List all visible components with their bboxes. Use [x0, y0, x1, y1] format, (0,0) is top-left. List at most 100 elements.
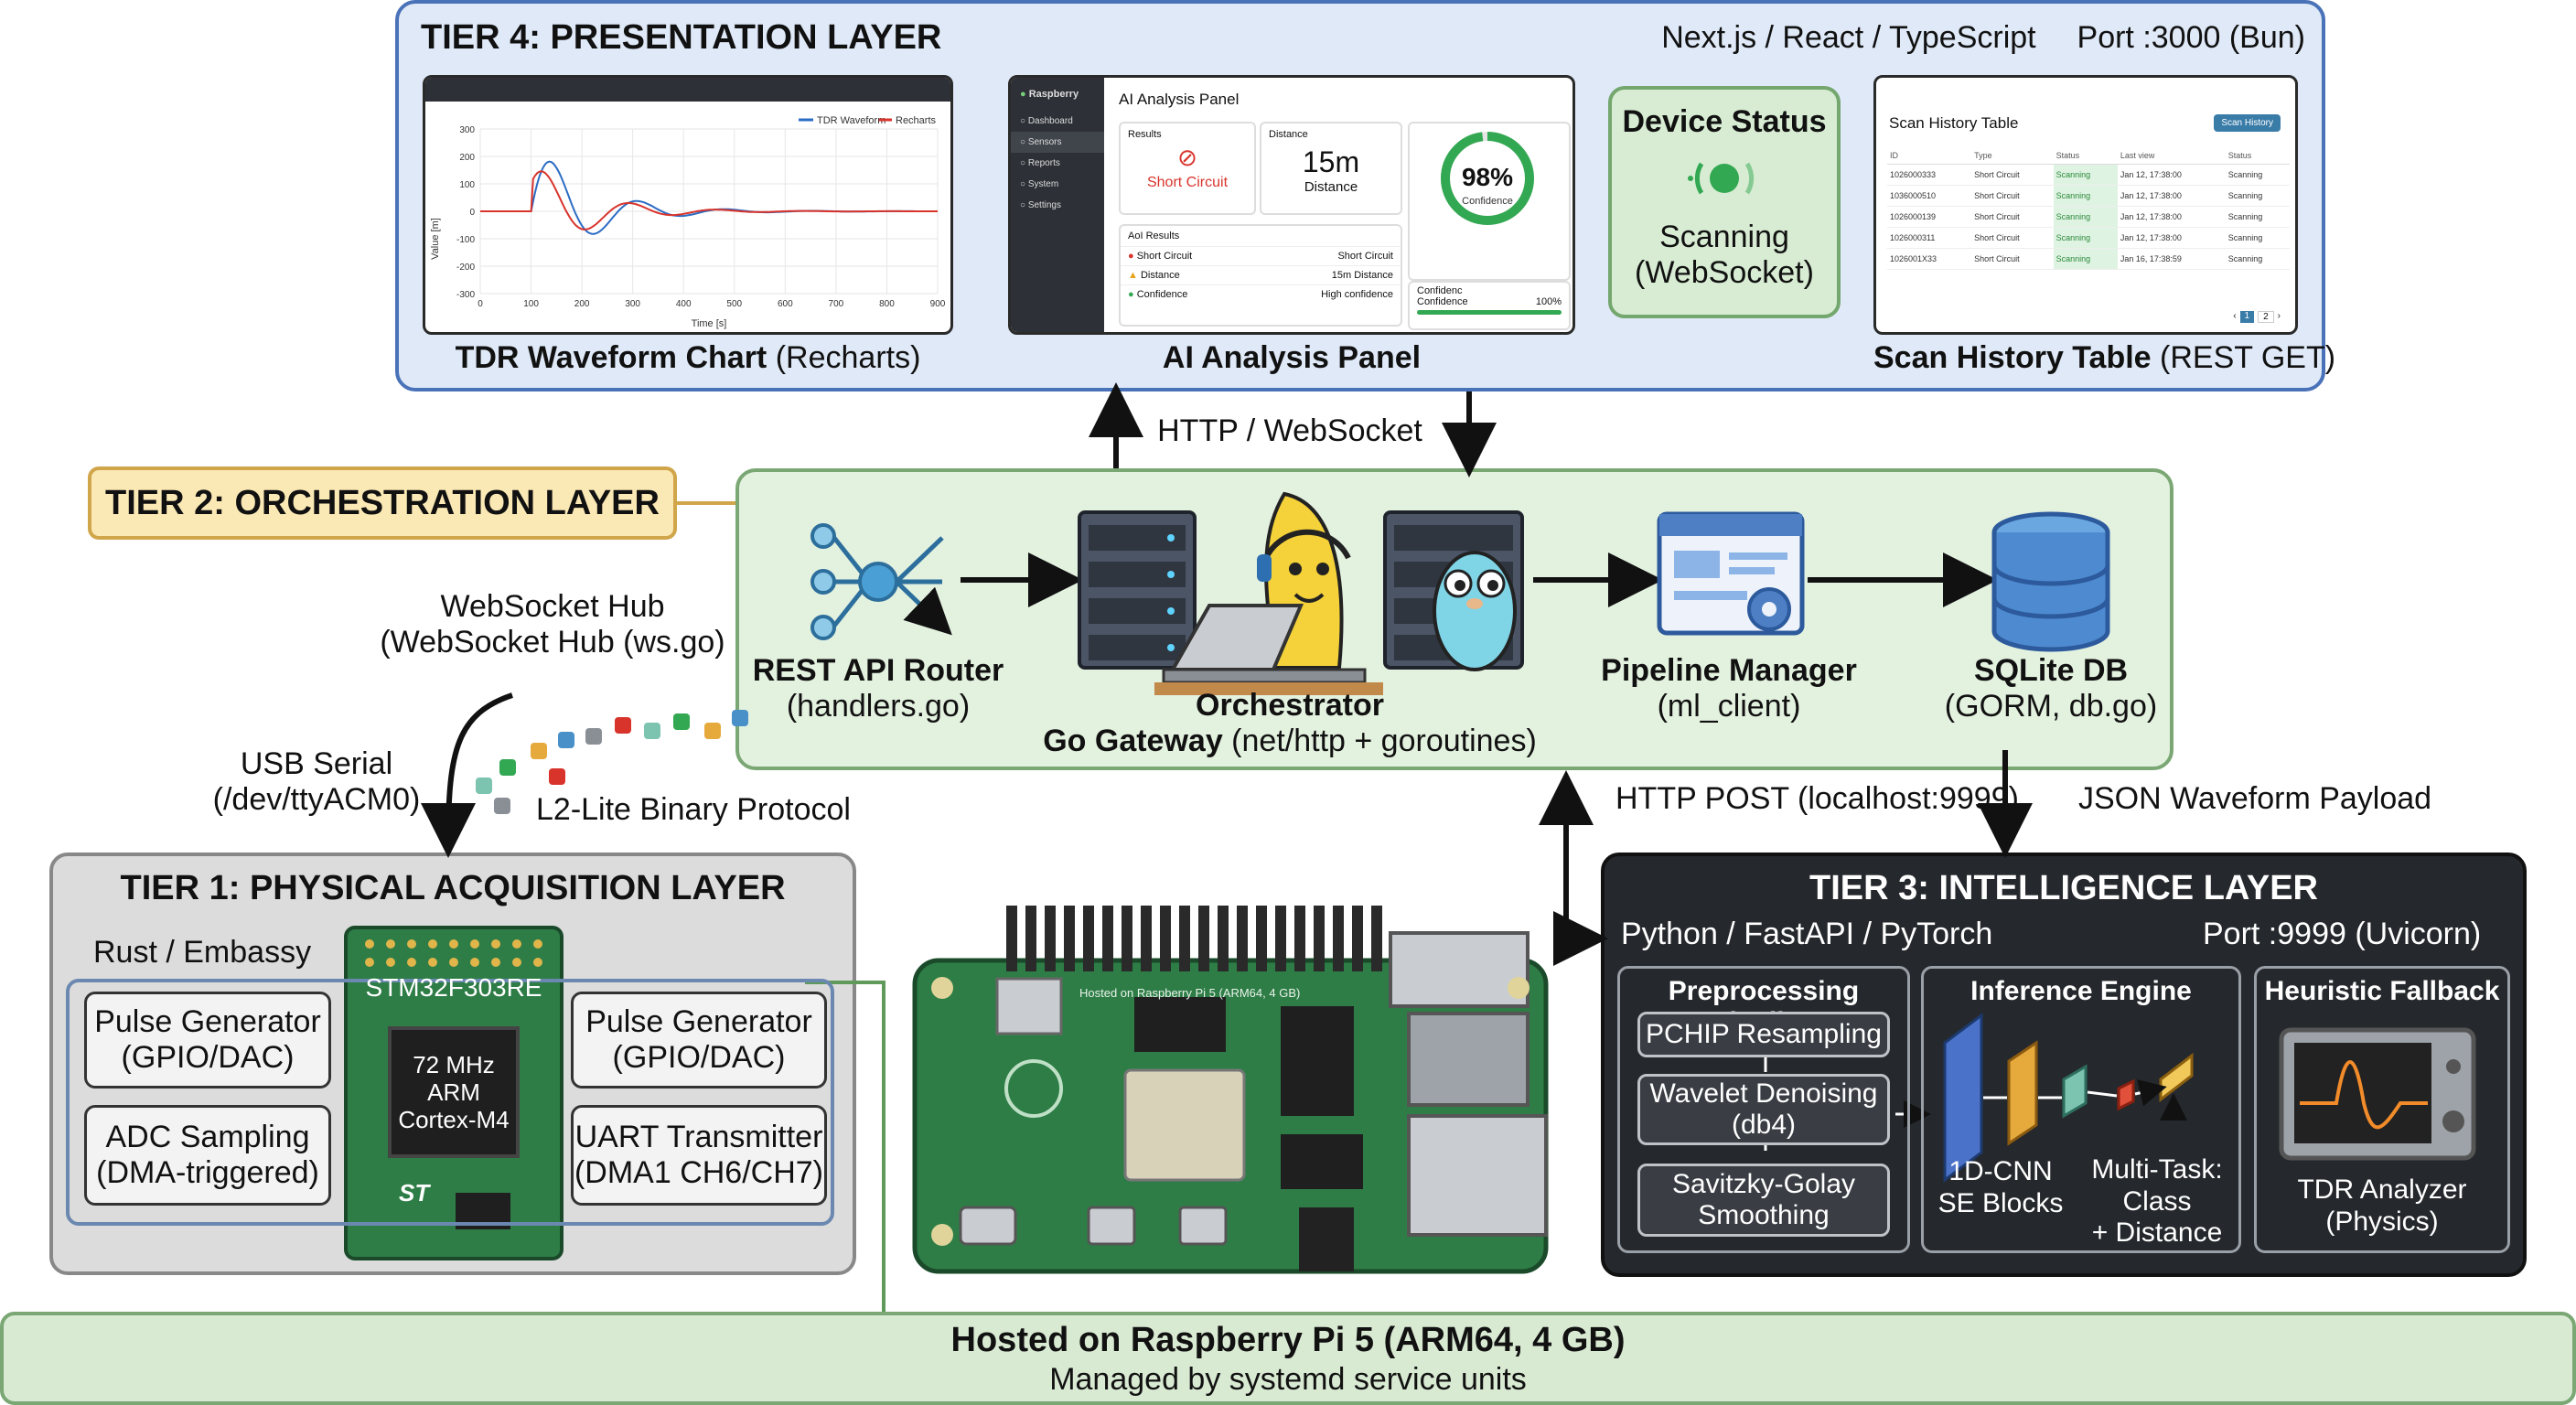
table-cell: Short Circuit [1971, 164, 2054, 186]
gpio-pin [1371, 906, 1382, 971]
st-logo: ST [399, 1179, 430, 1207]
gpio-pin [1352, 906, 1363, 971]
confidence-label: Confidence [1462, 196, 1513, 207]
ai-caption: AI Analysis Panel [1162, 340, 1422, 375]
sqlite-title: SQLite DB [1973, 653, 2129, 688]
scan-caption: Scan History Table (REST GET) [1873, 340, 2335, 376]
packet-square [558, 732, 574, 748]
gpio-pin [1237, 906, 1248, 971]
ai-nav-system[interactable]: ○ System [1020, 179, 1059, 189]
ai-distance-value: 15m [1302, 145, 1360, 178]
gpio-pin [1083, 906, 1094, 971]
ai-header: AI Analysis Panel [1119, 91, 1240, 108]
ai-list-header: AoI Results [1128, 231, 1180, 241]
footer-sub: Managed by systemd service units [1049, 1362, 1527, 1397]
rest-router-sub: (handlers.go) [786, 689, 971, 724]
gpio-pin [1218, 906, 1229, 971]
series-recharts [480, 170, 938, 231]
page-2[interactable]: 2 [2258, 311, 2274, 323]
gpio-pin [1025, 906, 1036, 971]
table-cell: 1026000333 [1887, 164, 1972, 186]
http-ws-label: HTTP / WebSocket [1157, 413, 1422, 448]
conf-box-label: Confidence [1417, 296, 1468, 307]
window-titlebar [425, 78, 950, 102]
l2-protocol-label: L2-Lite Binary Protocol [536, 792, 851, 827]
y-tick-label: 300 [459, 125, 475, 135]
table-cell: Jan 12, 17:38:00 [2117, 206, 2226, 228]
ai-sidebar: ● Raspberry ○ Dashboard ○ Sensors ○ Repo… [1011, 78, 1104, 332]
gpio-pin [1294, 906, 1305, 971]
ai-distance-card: Distance 15m Distance [1260, 122, 1402, 215]
orchestrator-title: Orchestrator [1196, 688, 1384, 723]
table-cell: Scanning [2225, 164, 2290, 186]
alert-icon: ⊘ [1177, 144, 1197, 171]
raspberry-icon: ● [1020, 89, 1026, 100]
y-tick-label: 0 [469, 208, 475, 218]
packet-square [585, 728, 602, 745]
arrow-http-post [1539, 770, 1597, 941]
device-status-state: Scanning [1659, 220, 1789, 254]
table-cell: Scanning [2053, 227, 2118, 249]
prev-page-icon[interactable]: ‹ [2233, 311, 2237, 321]
table-cell: 1026001X33 [1887, 248, 1972, 270]
packet-square [615, 717, 631, 734]
scan-caption-bold: Scan History Table [1873, 340, 2152, 375]
heuristic-title: Heuristic Fallback [2264, 976, 2500, 1006]
ai-nav-sensors[interactable]: ○ Sensors [1011, 132, 1104, 153]
table-cell: Short Circuit [1971, 206, 2054, 228]
pulse-generator-right: Pulse Generator(GPIO/DAC) [571, 992, 827, 1089]
series-tdr-waveform [480, 160, 938, 235]
table-header-cell: Status [2225, 147, 2290, 165]
packet-square [494, 798, 510, 814]
device-status-title: Device Status [1622, 104, 1827, 139]
legend-tdr-waveform: TDR Waveform [817, 115, 886, 126]
heuristic-panel: Heuristic Fallback [2254, 966, 2510, 1253]
table-cell: Short Circuit [1971, 227, 2054, 249]
table-cell: Scanning [2053, 185, 2118, 207]
pchip-resampling: PCHIP Resampling [1637, 1012, 1890, 1057]
tier3-port: Port :9999 (Uvicorn) [2203, 917, 2482, 951]
gpio-pin [1102, 906, 1113, 971]
page-1[interactable]: 1 [2239, 311, 2255, 323]
table-cell: 1026000139 [1887, 206, 1972, 228]
wavelet-denoising: Wavelet Denoising(db4) [1637, 1074, 1890, 1145]
ai-nav-reports[interactable]: ○ Reports [1020, 158, 1060, 168]
tier2-tag-text: TIER 2: ORCHESTRATION LAYER [105, 483, 660, 522]
ai-nav-dashboard[interactable]: ○ Dashboard [1020, 116, 1073, 126]
ai-results-card: Results ⊘ Short Circuit [1119, 122, 1256, 215]
ai-analysis-mock: ● Raspberry ○ Dashboard ○ Sensors ○ Repo… [1008, 75, 1575, 335]
scan-history-button[interactable]: Scan History [2214, 114, 2281, 132]
multitask-label: Multi-Task:Class+ Distance [2091, 1154, 2223, 1248]
tier4-panel: TIER 4: PRESENTATION LAYER Next.js / Rea… [395, 0, 2335, 391]
tier1-title: TIER 1: PHYSICAL ACQUISITION LAYER [120, 869, 786, 907]
ai-distance-sub: Distance [1304, 179, 1358, 195]
usb-serial-label: USB Serial (/dev/ttyACM0) [212, 746, 421, 818]
tier4-tech: Next.js / React / TypeScript [1661, 20, 2036, 55]
table-cell: Jan 12, 17:38:00 [2117, 227, 2226, 249]
pagination: ‹ 1 2 › [2233, 311, 2281, 323]
table-cell: Scanning [2053, 164, 2118, 186]
tier1-inner-frame [66, 979, 834, 1226]
ai-nav-settings[interactable]: ○ Settings [1020, 200, 1061, 210]
device-status-sub: (WebSocket) [1635, 255, 1814, 290]
scan-caption-rest: (REST GET) [2151, 340, 2336, 375]
packet-square [644, 723, 660, 739]
legend-recharts: Recharts [896, 115, 937, 126]
next-page-icon[interactable]: › [2277, 311, 2281, 321]
ai-confidence-card: 98% Confidence [1408, 122, 1571, 281]
table-cell: Short Circuit [1971, 248, 2054, 270]
x-tick-label: 100 [523, 299, 539, 309]
tier4-port: Port :3000 (Bun) [2077, 20, 2305, 55]
x-tick-label: 300 [625, 299, 640, 309]
rest-router-label: REST API Router (handlers.go) [750, 653, 1006, 724]
